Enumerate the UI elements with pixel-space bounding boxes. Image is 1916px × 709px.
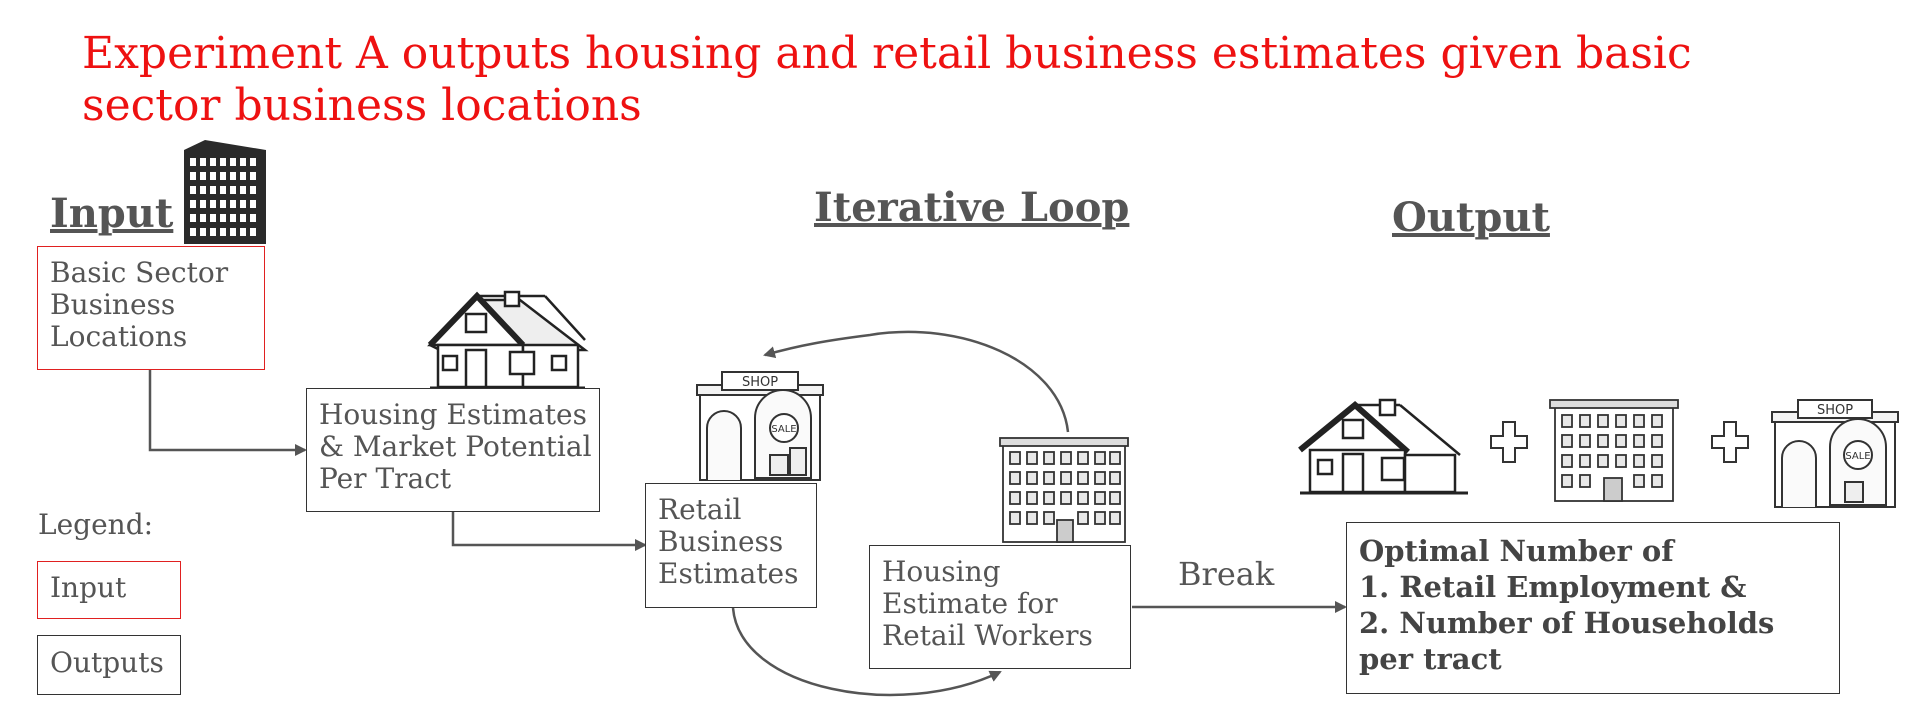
optimal-output-box: Optimal Number of 1. Retail Employment &… bbox=[1346, 522, 1840, 694]
output-sale-sign-text: SALE bbox=[1845, 451, 1870, 462]
optimal-line-3: 2. Number of Households bbox=[1359, 606, 1775, 640]
arrow-housing-to-retail bbox=[451, 512, 647, 551]
shop-sign-text: SHOP bbox=[742, 375, 778, 390]
house-icon bbox=[427, 290, 589, 390]
retail-business-line-2: Business bbox=[658, 525, 784, 558]
office-building-icon bbox=[184, 140, 266, 244]
housing-retail-line-3: Retail Workers bbox=[882, 619, 1093, 652]
basic-sector-box: Basic Sector Business Locations bbox=[37, 246, 265, 370]
arrow-loop-back bbox=[763, 330, 1070, 433]
legend-outputs-box: Outputs bbox=[37, 635, 181, 695]
housing-market-line-2: & Market Potential bbox=[319, 430, 592, 463]
sale-sign-text: SALE bbox=[771, 424, 796, 435]
basic-sector-line-2: Business bbox=[50, 288, 176, 321]
legend-title: Legend: bbox=[38, 508, 154, 541]
plus-icon bbox=[1711, 421, 1749, 463]
arrow-input-to-housing bbox=[148, 370, 307, 456]
apartment-building-icon bbox=[999, 437, 1129, 543]
retail-business-line-1: Retail bbox=[658, 493, 742, 526]
housing-retail-line-1: Housing bbox=[882, 555, 1001, 588]
shop-icon: SHOP SALE bbox=[696, 371, 824, 481]
retail-business-box: Retail Business Estimates bbox=[645, 483, 817, 608]
plus-icon bbox=[1490, 421, 1528, 463]
input-heading: Input bbox=[50, 190, 174, 237]
housing-retail-line-2: Estimate for bbox=[882, 587, 1058, 620]
optimal-line-2: 1. Retail Employment & bbox=[1359, 570, 1747, 604]
optimal-line-1: Optimal Number of bbox=[1359, 534, 1674, 568]
legend-input-box: Input bbox=[37, 561, 181, 619]
optimal-line-4: per tract bbox=[1359, 642, 1502, 676]
legend-input-label: Input bbox=[50, 571, 127, 604]
output-heading: Output bbox=[1392, 194, 1550, 241]
output-shop-icon: SHOP SALE bbox=[1771, 399, 1899, 508]
basic-sector-line-1: Basic Sector bbox=[50, 256, 229, 289]
page-title: Experiment A outputs housing and retail … bbox=[82, 28, 1692, 131]
housing-market-line-3: Per Tract bbox=[319, 462, 452, 495]
housing-market-box: Housing Estimates & Market Potential Per… bbox=[306, 388, 600, 512]
output-apartment-icon bbox=[1549, 399, 1679, 502]
housing-retail-workers-box: Housing Estimate for Retail Workers bbox=[869, 545, 1131, 669]
output-house-icon bbox=[1298, 398, 1468, 495]
iterative-loop-heading: Iterative Loop bbox=[814, 184, 1130, 231]
basic-sector-line-3: Locations bbox=[50, 320, 188, 353]
arrow-retail-to-housing-retail bbox=[731, 607, 1002, 697]
break-label: Break bbox=[1178, 555, 1275, 593]
legend-outputs-label: Outputs bbox=[50, 646, 164, 679]
output-shop-sign-text: SHOP bbox=[1817, 403, 1853, 418]
housing-market-line-1: Housing Estimates bbox=[319, 398, 587, 431]
retail-business-line-3: Estimates bbox=[658, 557, 799, 590]
